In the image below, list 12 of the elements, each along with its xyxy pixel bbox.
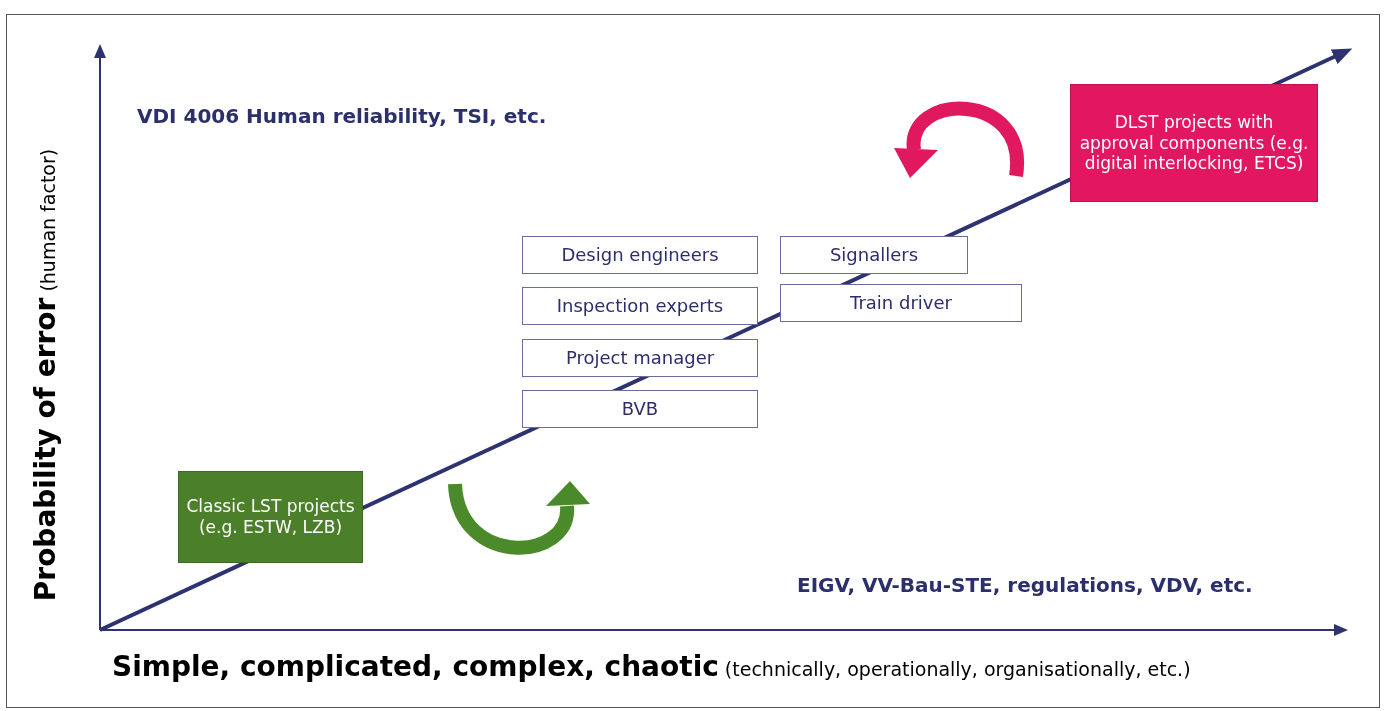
project-box: DLST projects with approval components (e.g. digital interlocking, ETCS): [1070, 84, 1318, 202]
role-box: Signallers: [780, 236, 968, 274]
axis-title: Simple, complicated, complex, chaotic (technically, operationally, organisationally, etc.): [112, 650, 1191, 683]
note-text: VDI 4006 Human reliability, TSI, etc.: [137, 104, 547, 128]
project-box: Classic LST projects (e.g. ESTW, LZB): [178, 471, 363, 563]
role-box: Project manager: [522, 339, 758, 377]
role-box: Design engineers: [522, 236, 758, 274]
role-box: Inspection experts: [522, 287, 758, 325]
axis-title: Probability of error (human factor): [28, 148, 62, 602]
role-box: BVB: [522, 390, 758, 428]
role-box: Train driver: [780, 284, 1022, 322]
note-text: EIGV, VV-Bau-STE, regulations, VDV, etc.: [797, 573, 1253, 597]
